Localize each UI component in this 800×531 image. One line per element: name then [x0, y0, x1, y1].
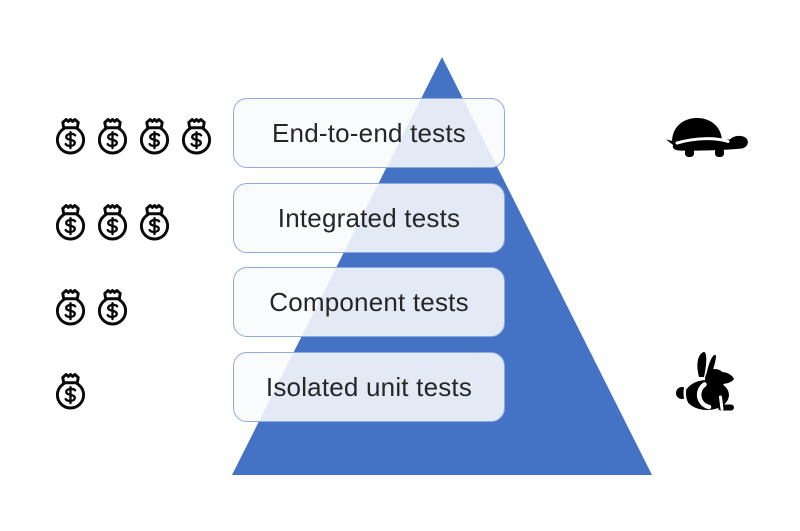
level-label: End-to-end tests [272, 117, 466, 148]
money-bag-icon [97, 289, 128, 326]
rabbit-icon [676, 352, 734, 411]
level-label: Isolated unit tests [265, 371, 473, 402]
money-bag-icon [97, 118, 128, 155]
money-bag-icon [139, 204, 170, 241]
money-bag-icon [97, 204, 128, 241]
cost-row-4 [54, 370, 87, 413]
level-box-integrated: Integrated tests [233, 183, 505, 253]
level-box-component: Component tests [233, 267, 505, 337]
money-bag-icon [181, 118, 212, 155]
money-bag-icon [55, 373, 86, 410]
money-bag-icon [55, 204, 86, 241]
level-box-isolated-unit: Isolated unit tests [233, 352, 505, 422]
level-label: Integrated tests [277, 202, 461, 233]
cost-row-1 [54, 115, 213, 158]
money-bag-icon [55, 289, 86, 326]
cost-row-3 [54, 286, 129, 329]
cost-row-2 [54, 201, 171, 244]
turtle-icon [666, 118, 748, 157]
level-label: Component tests [269, 286, 469, 317]
money-bag-icon [55, 118, 86, 155]
level-box-end-to-end: End-to-end tests [233, 98, 505, 168]
money-bag-icon [139, 118, 170, 155]
